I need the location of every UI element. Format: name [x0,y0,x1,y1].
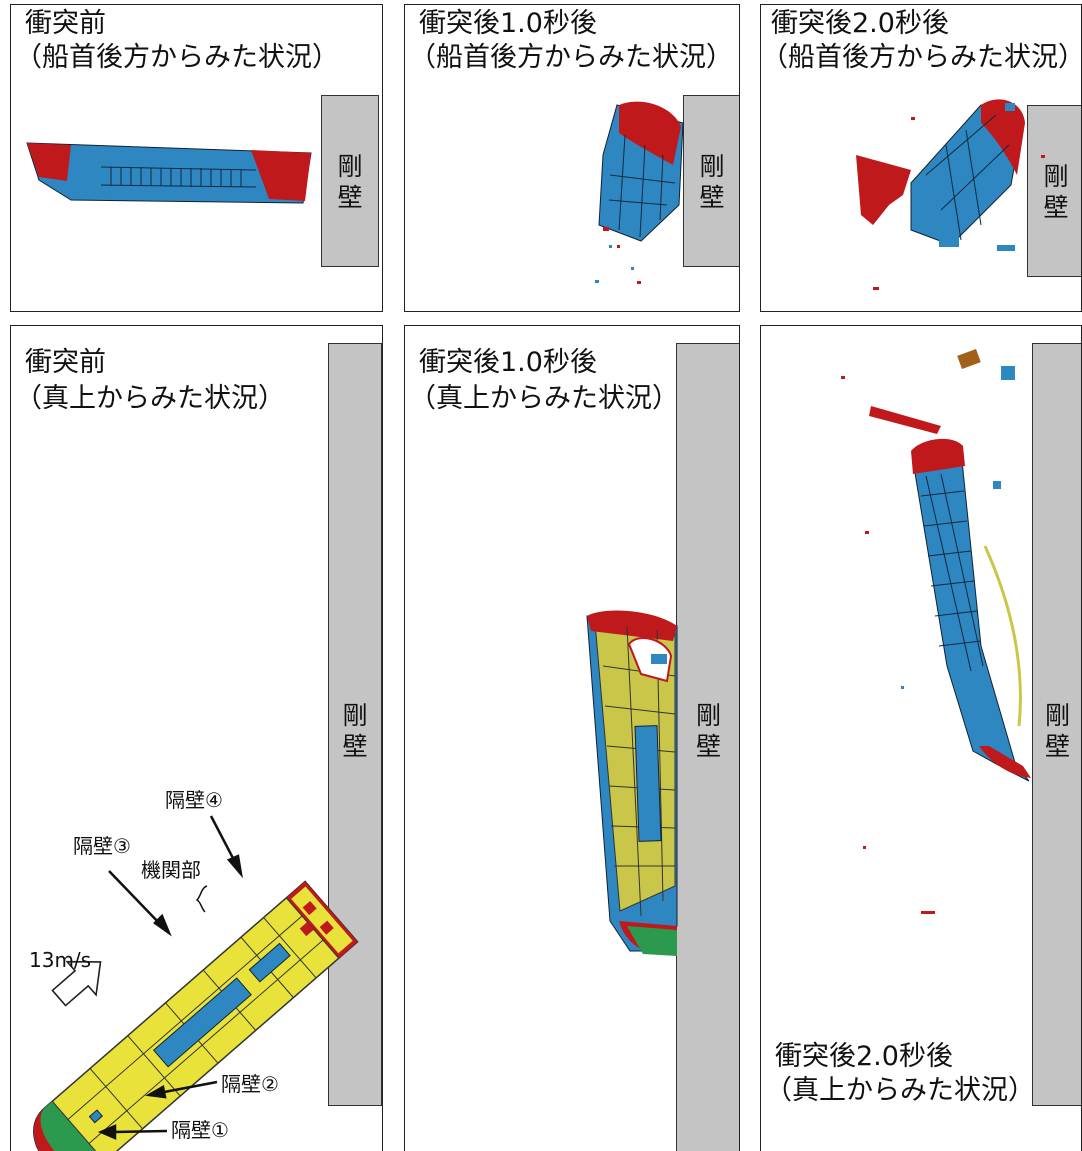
rigid-wall: 剛壁 [1032,343,1081,1106]
panel-subtitle: （真上からみた状況） [15,383,285,414]
rigid-wall-label: 剛壁 [337,152,363,212]
rigid-wall: 剛壁 [328,343,382,1106]
panel-title: 衝突後2.0秒後 [771,8,949,39]
panel-subtitle: （船首後方からみた状況） [761,42,1082,73]
panel-title: 衝突前 [25,8,106,39]
ship-stern-view-rolled [856,99,1045,290]
panel-after-1s-stern-view: 衝突後1.0秒後 （船首後方からみた状況） 剛壁 [404,4,740,312]
rigid-wall-label: 剛壁 [1044,701,1070,761]
bulkhead-2-label: 隔壁② [221,1072,279,1096]
panel-subtitle: （船首後方からみた状況） [15,42,339,73]
panel-subtitle: （真上からみた状況） [409,383,679,414]
rigid-wall-label: 剛壁 [1043,162,1069,222]
speed-label: 13m/s [29,948,92,972]
ship-top-view-crushed [586,610,678,956]
bulkhead-3-label: 隔壁③ [73,834,131,858]
panel-before-top-view: 衝突前 （真上からみた状況） 剛壁 [10,325,383,1151]
rigid-wall: 剛壁 [1027,105,1081,277]
panel-title: 衝突後2.0秒後 [775,1041,953,1072]
panel-after-1s-top-view: 衝突後1.0秒後 （真上からみた状況） 剛壁 [404,325,740,1151]
rigid-wall: 剛壁 [321,95,379,267]
panel-subtitle: （船首後方からみた状況） [409,42,733,73]
panel-after-2s-top-view: 剛壁 衝突後2.0秒後 （真上からみた状況） [760,325,1082,1151]
panel-subtitle: （真上からみた状況） [765,1075,1035,1106]
panel-title: 衝突後1.0秒後 [419,347,597,378]
engine-room-label: 機関部 [141,858,201,882]
rigid-wall-label: 剛壁 [342,701,368,761]
panel-title: 衝突後1.0秒後 [419,8,597,39]
ship-top-view-bent [841,349,1031,914]
rigid-wall-label: 剛壁 [699,152,725,212]
panel-after-2s-stern-view: 衝突後2.0秒後 （船首後方からみた状況） 剛壁 [760,4,1082,312]
ship-stern-view [26,142,312,204]
rigid-wall: 剛壁 [683,95,739,267]
bulkhead-4-label: 隔壁④ [165,788,223,812]
ship-stern-view-deformed [595,101,684,284]
ship-top-view [33,815,359,1151]
rigid-wall: 剛壁 [676,343,739,1151]
bulkhead-1-label: 隔壁① [171,1118,229,1142]
panel-title: 衝突前 [25,347,106,378]
direction-arrow [51,960,102,1007]
rigid-wall-label: 剛壁 [695,701,721,761]
panel-before-stern-view: 衝突前 （船首後方からみた状況） 剛壁 [10,4,383,312]
